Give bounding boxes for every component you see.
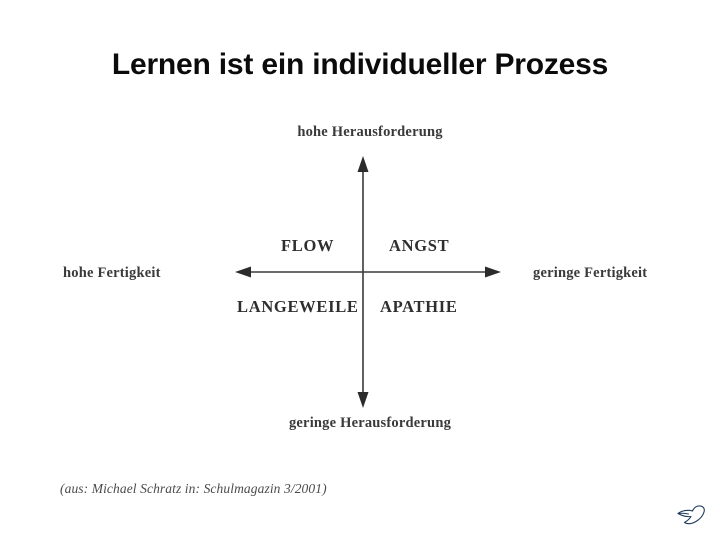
axis-cross (235, 156, 501, 408)
arrowhead-left-icon (235, 266, 251, 278)
axis-label-high-skill: hohe Fertigkeit (63, 265, 161, 281)
arrowhead-down-icon (357, 392, 369, 408)
axis-label-high-challenge: hohe Herausforderung (297, 124, 443, 140)
quadrant-label-angst: ANGST (389, 236, 450, 255)
axis-label-low-challenge: geringe Herausforderung (288, 415, 452, 431)
quadrant-label-apathie: APATHIE (380, 297, 458, 316)
quadrant-label-langeweile: LANGEWEILE (237, 297, 359, 316)
arrowhead-up-icon (357, 156, 369, 172)
bird-logo-icon (677, 505, 705, 525)
quadrant-label-flow: FLOW (281, 236, 335, 255)
flow-quadrant-diagram: hohe Herausforderung geringe Herausforde… (40, 110, 700, 450)
source-citation: (aus: Michael Schratz in: Schulmagazin 3… (60, 481, 327, 496)
axis-label-low-skill: geringe Fertigkeit (533, 265, 648, 281)
page-title: Lernen ist ein individueller Prozess (111, 48, 609, 81)
arrowhead-right-icon (485, 266, 501, 278)
